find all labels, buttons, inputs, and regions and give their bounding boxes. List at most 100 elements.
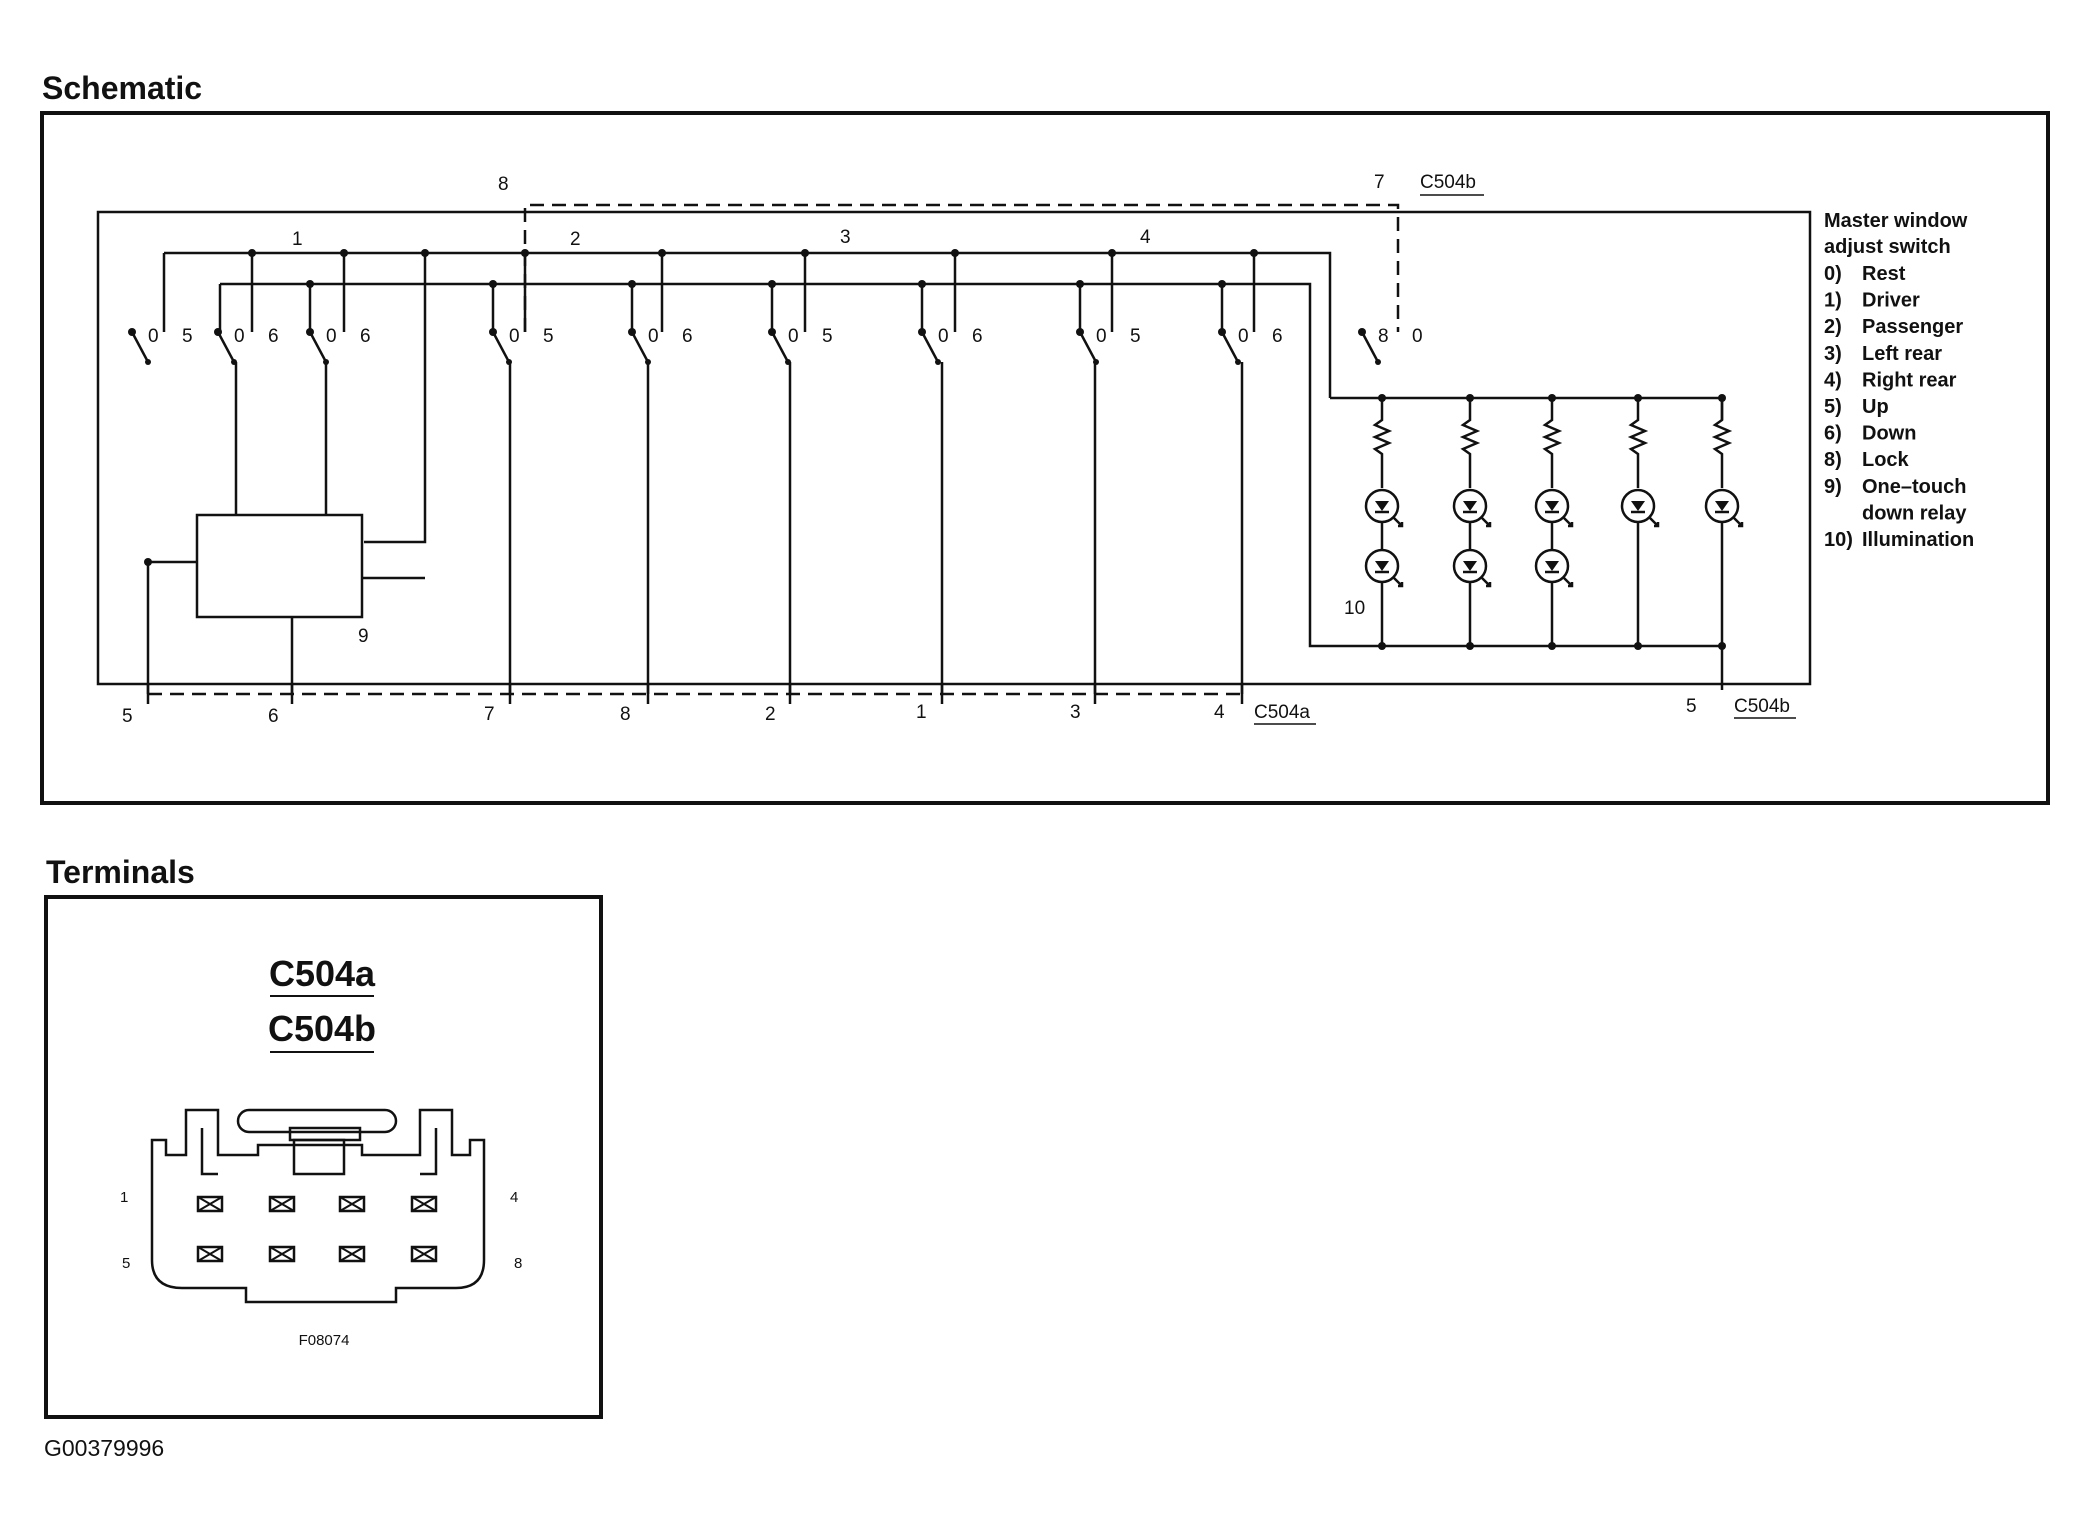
legend-item-text: Lock: [1862, 449, 1910, 471]
connector-stubs: [146, 684, 1244, 704]
legend-item-text: Rest: [1862, 263, 1906, 285]
bottom-pin-2: 2: [765, 704, 776, 725]
pin-label-1: 1: [120, 1189, 128, 1206]
illum-branch-3: [1534, 394, 1574, 650]
relay-label-9: 9: [358, 626, 369, 647]
switch-contact-a: 0: [326, 326, 337, 347]
legend-heading-1: Master window: [1824, 210, 1968, 232]
bottom-pin-4: 4: [1214, 702, 1225, 723]
legend-item-number: 8): [1824, 449, 1842, 471]
switch-contact-a: 0: [234, 326, 245, 347]
legend-item-text: Driver: [1862, 290, 1920, 312]
switch-contact-a: 0: [1096, 326, 1107, 347]
legend-item-number: 6): [1824, 423, 1842, 445]
switch-contact-b: 6: [360, 326, 371, 347]
terminals-connector-c504b: C504b: [268, 1008, 376, 1049]
pin-cavity-icon: [268, 1245, 296, 1263]
switch-contact-a: 0: [1238, 326, 1249, 347]
pin-cavity-icon: [410, 1245, 438, 1263]
switch-contact-b: 5: [822, 326, 833, 347]
switch-contact-a: 0: [648, 326, 659, 347]
switch-housing: [96, 210, 1812, 686]
led-icon: [1534, 488, 1574, 528]
bottom-pin-8: 8: [620, 704, 631, 725]
top-label-7: 7: [1374, 172, 1385, 193]
legend-item-number: 5): [1824, 396, 1842, 418]
led-icon: [1452, 548, 1492, 588]
switch-contact-b: 6: [972, 326, 983, 347]
pin-cavity-icon: [268, 1195, 296, 1213]
illum-branch-4: [1620, 394, 1660, 650]
junction-dots: [248, 249, 1258, 288]
legend-item-text: Left rear: [1862, 343, 1942, 365]
legend-item: 2) Passenger: [1824, 316, 1963, 338]
terminals-heading: Terminals: [46, 854, 195, 890]
legend-item-text: Down: [1862, 423, 1916, 445]
switch-contact-b: 5: [182, 326, 193, 347]
switch-contact-b: 6: [268, 326, 279, 347]
bottom-pin-6: 6: [268, 706, 279, 727]
led-icon: [1534, 548, 1574, 588]
legend-item: 1) Driver: [1824, 290, 1920, 312]
figure-code: F08074: [299, 1332, 350, 1349]
switch-contact-b: 5: [543, 326, 554, 347]
bottom-connector-c504b: C504b: [1734, 696, 1790, 717]
schematic-frame: [40, 111, 2050, 805]
led-icon: [1364, 488, 1404, 528]
illum-branch-1: [1364, 394, 1404, 650]
pin-cavity-icon: [410, 1195, 438, 1213]
legend-item-text: Right rear: [1862, 369, 1957, 391]
bus-label-4: 4: [1140, 227, 1151, 248]
legend-item-number: 3): [1824, 343, 1842, 365]
legend-item: 3) Left rear: [1824, 343, 1942, 365]
legend-heading-2: adjust switch: [1824, 236, 1951, 258]
switch-contact-b: 6: [682, 326, 693, 347]
terminals-frame: [44, 895, 603, 1419]
pin-cavity-icon: [196, 1245, 224, 1263]
legend-item-text: Illumination: [1862, 529, 1974, 551]
legend-item-number: 0): [1824, 263, 1842, 285]
switch-contact-a: 0: [788, 326, 799, 347]
switch-contact-b: 0: [1412, 326, 1423, 347]
bottom-pin-7: 7: [484, 704, 495, 725]
legend-item-number: 10): [1824, 529, 1853, 551]
lock-dashed-wire: [523, 203, 1400, 332]
pin-cavity-icon: [338, 1195, 366, 1213]
legend-item-number: 1): [1824, 290, 1842, 312]
switch-contact-b: 5: [1130, 326, 1141, 347]
pin-label-8: 8: [514, 1255, 522, 1272]
switch-contact-a: 8: [1378, 326, 1389, 347]
connector-face: [150, 1108, 486, 1304]
legend-item: 8) Lock: [1824, 449, 1910, 471]
schematic-heading: Schematic: [42, 70, 202, 106]
top-connector-c504b: C504b: [1420, 172, 1476, 193]
legend-item-number: 4): [1824, 369, 1842, 391]
led-icon: [1704, 488, 1744, 528]
legend-item-number: 9): [1824, 476, 1842, 498]
legend-item: 10) Illumination: [1824, 529, 1974, 551]
one-touch-relay: [195, 513, 364, 619]
legend-item: down relay: [1862, 502, 1967, 524]
legend-item: 4) Right rear: [1824, 369, 1957, 391]
legend-item-number: 2): [1824, 316, 1842, 338]
switch-contact-b: 6: [1272, 326, 1283, 347]
led-icon: [1620, 488, 1660, 528]
legend-item: 0) Rest: [1824, 263, 1906, 285]
switch-contact-a: 0: [509, 326, 520, 347]
bus-rails: [162, 251, 1722, 648]
pin-cavity-icon: [338, 1245, 366, 1263]
pin-cavity-icon: [196, 1195, 224, 1213]
legend-item-text: Passenger: [1862, 316, 1963, 338]
pin-label-5: 5: [122, 1255, 130, 1272]
legend-item-text: One–touch: [1862, 476, 1966, 498]
